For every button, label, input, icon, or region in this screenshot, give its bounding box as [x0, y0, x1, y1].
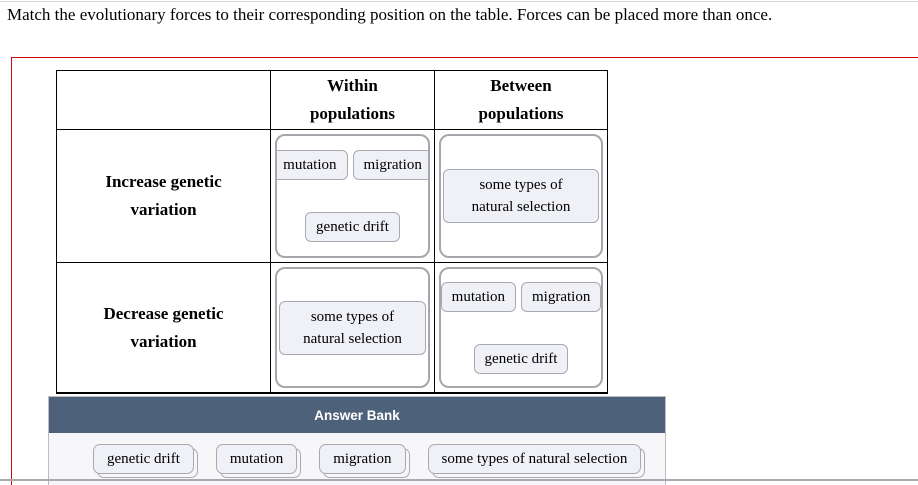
chip-genetic-drift[interactable]: genetic drift: [93, 444, 194, 474]
chip-mutation[interactable]: mutation: [215, 444, 298, 474]
page-top-divider: [0, 1, 918, 2]
row-header-decrease-genetic-variation: Decrease genetic variation: [57, 263, 271, 392]
chip-mutation[interactable]: mutation: [441, 281, 516, 312]
column-header-between-populations: Between populations: [435, 71, 607, 130]
chip-genetic-drift[interactable]: genetic drift: [305, 212, 400, 242]
chip-mutation[interactable]: mutation: [277, 150, 348, 180]
dropzone-decrease-within[interactable]: some types of natural selection: [275, 267, 430, 388]
chip-row: genetic drift: [279, 212, 426, 242]
chip-row: some types of natural selection: [443, 169, 599, 223]
row-header-increase-genetic-variation: Increase genetic variation: [57, 130, 271, 263]
chip-row: some types of natural selection: [279, 300, 426, 355]
chip-row: genetic drift mutation migration some types…: [49, 433, 665, 474]
chip-some-types-of-natural-selection[interactable]: some types of natural selection: [279, 300, 426, 355]
page-bottom-divider: [0, 479, 918, 481]
instruction-text: Match the evolutionary forces to their c…: [7, 5, 773, 24]
table-cell-increase-between: some types of natural selection: [435, 130, 607, 263]
answer-bank-items: genetic drift mutation migration some types…: [49, 433, 665, 474]
chip-genetic-drift[interactable]: genetic drift: [473, 343, 569, 374]
chip-migration[interactable]: migration: [521, 281, 601, 312]
chip-migration[interactable]: migration: [319, 444, 406, 474]
chip-migration[interactable]: migration: [352, 150, 428, 180]
answer-bank-header: Answer Bank: [49, 397, 665, 433]
active-question-frame: [11, 57, 918, 485]
answer-bank: Answer Bank genetic drift mutation migrati…: [48, 396, 666, 485]
table-corner-cell: [57, 71, 271, 130]
match-table: Within populations Between populations I…: [56, 70, 608, 394]
chip-row: genetic drift: [443, 343, 599, 374]
chip-some-types-of-natural-selection[interactable]: some types of natural selection: [427, 444, 642, 474]
table-cell-decrease-within: some types of natural selection: [271, 263, 435, 392]
dropzone-increase-between[interactable]: some types of natural selection: [439, 134, 603, 258]
column-header-within-populations: Within populations: [271, 71, 435, 130]
chip-some-types-of-natural-selection[interactable]: some types of natural selection: [443, 169, 599, 223]
